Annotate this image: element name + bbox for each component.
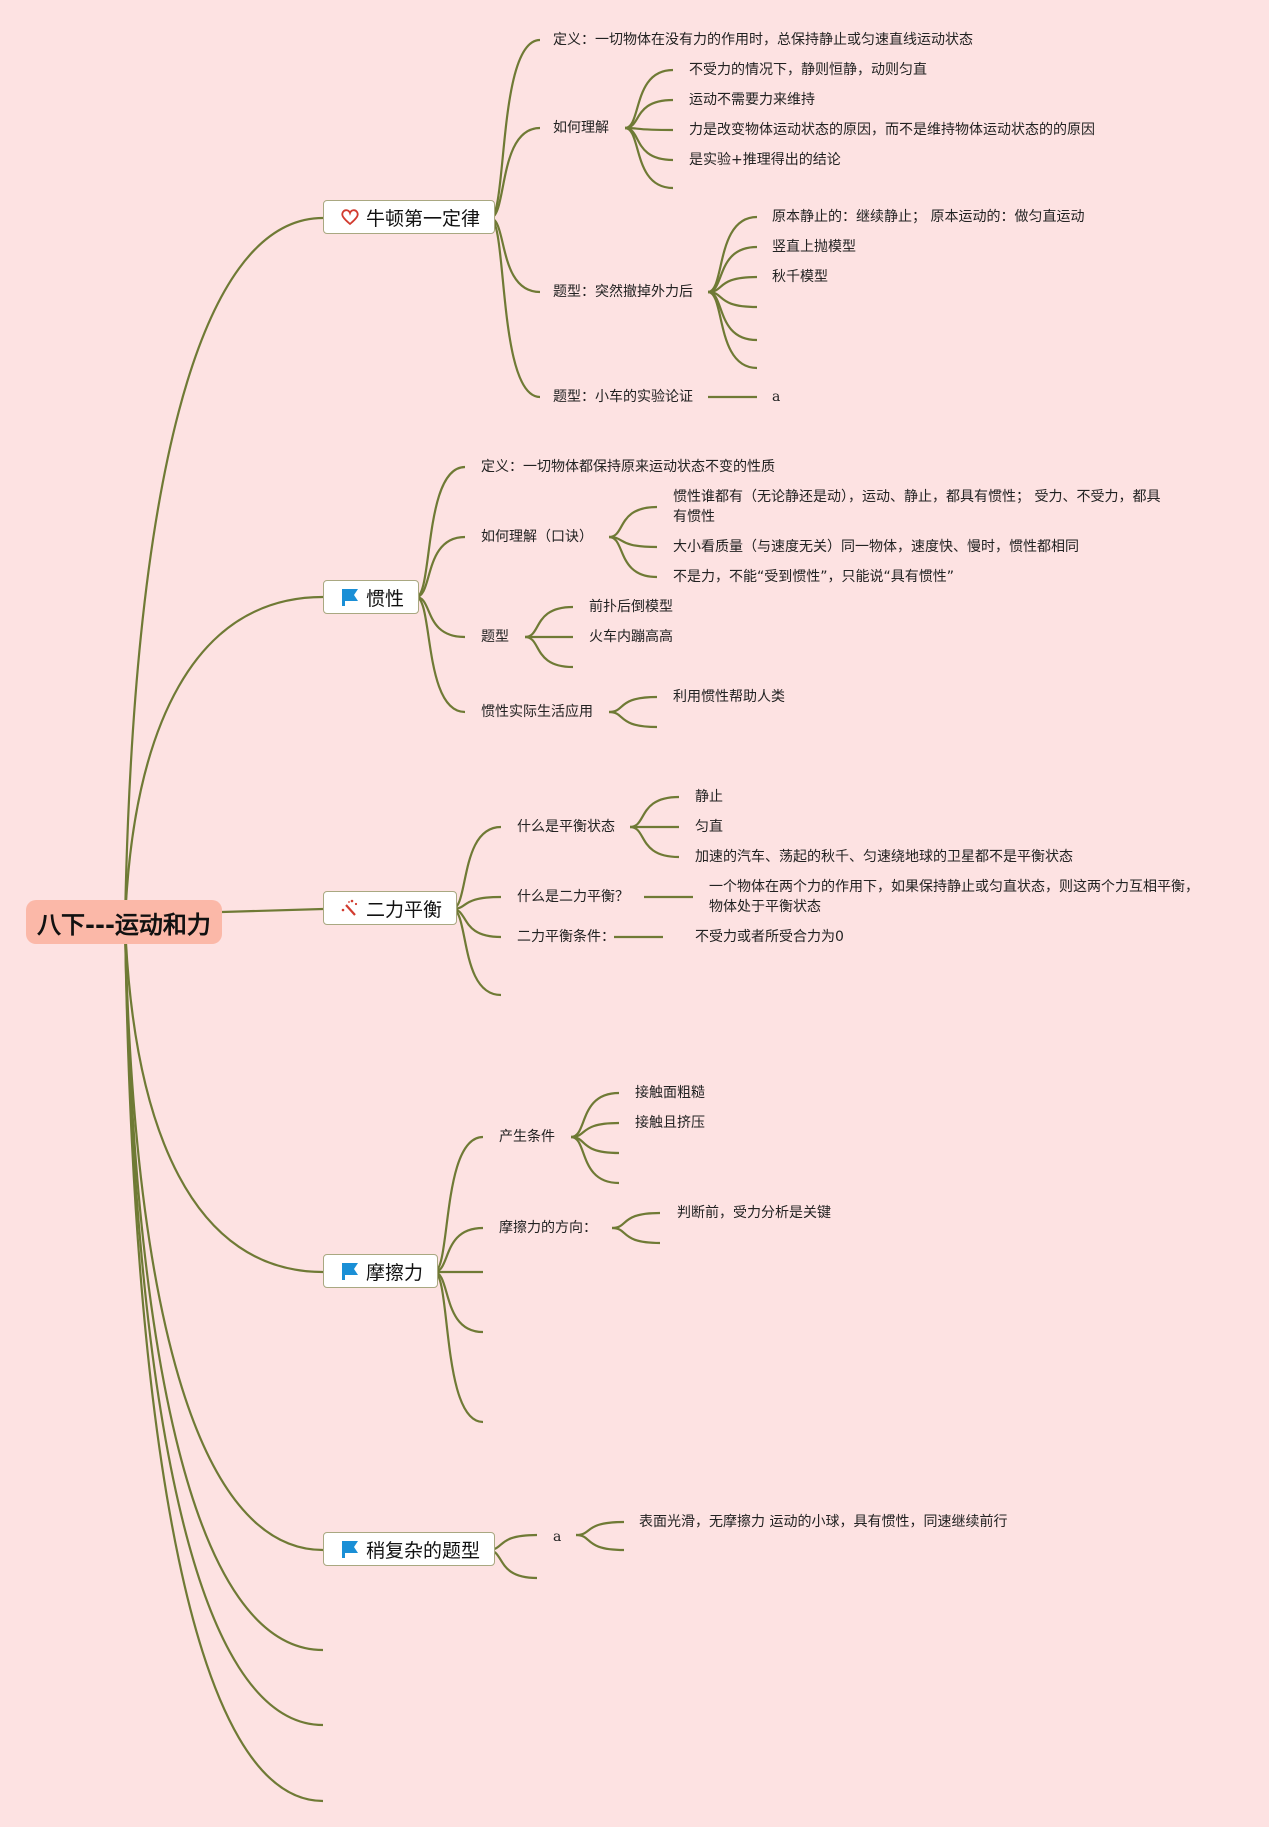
connector-line — [487, 1548, 538, 1580]
subtopic-application[interactable]: 惯性实际生活应用 — [481, 704, 593, 720]
leaf-item[interactable]: 火车内蹦高高 — [589, 629, 673, 645]
leaf-item[interactable]: 判断前，受力分析是关键 — [677, 1205, 831, 1221]
leaf-item[interactable]: 一个物体在两个力的作用下，如果保持静止或匀直状态，则这两个力互相平衡，物体处于平… — [709, 879, 1199, 915]
leaf-item[interactable]: 利用惯性帮助人类 — [673, 689, 785, 705]
connector-line — [489, 216, 541, 294]
connector-line — [415, 595, 466, 639]
connector-line — [570, 1135, 620, 1155]
leaf-item[interactable]: 不是力，不能“受到惯性”，只能说“具有惯性” — [673, 569, 955, 585]
leaf-item[interactable]: 大小看质量（与速度无关）同一物体，速度快、慢时，惯性都相同 — [673, 539, 1079, 555]
connector-line — [433, 1270, 484, 1424]
subtopic-question-type[interactable]: 题型 — [481, 629, 509, 645]
connector-line — [608, 710, 658, 729]
leaf-item[interactable]: 表面光滑，无摩擦力 运动的小球，具有惯性，同速继续前行 — [639, 1514, 1008, 1530]
connector-line — [123, 921, 324, 1274]
connector-line — [433, 1135, 484, 1274]
connector-line — [707, 290, 758, 370]
subtopic-definition[interactable]: 定义：一切物体都保持原来运动状态不变的性质 — [481, 459, 775, 475]
connector-line — [123, 921, 324, 1803]
leaf-item[interactable]: 接触面粗糙 — [635, 1085, 705, 1101]
subtopic-balance-state[interactable]: 什么是平衡状态 — [517, 819, 615, 835]
topic-two-force-balance[interactable]: 二力平衡 — [323, 891, 458, 925]
leaf-item[interactable]: 静止 — [695, 789, 723, 805]
connector-line — [123, 595, 324, 923]
magic-wand-icon — [340, 898, 360, 918]
subtopic-conditions[interactable]: 产生条件 — [499, 1129, 555, 1145]
connector-line — [451, 907, 502, 939]
subtopic-mnemonic[interactable]: 如何理解（口诀） — [481, 529, 593, 545]
topic-newton-first-law[interactable]: 牛顿第一定律 — [323, 200, 496, 234]
topic-label: 摩擦力 — [366, 1261, 424, 1284]
subtopic-definition[interactable]: 定义：一切物体在没有力的作用时，总保持静止或匀速直线运动状态 — [553, 32, 973, 48]
connector-line — [570, 1135, 620, 1185]
leaf-item[interactable]: 力是改变物体运动状态的原因，而不是维持物体运动状态的的原因 — [689, 122, 1095, 138]
leaf-item[interactable]: 秋千模型 — [772, 269, 828, 285]
subtopic-cart-experiment[interactable]: 题型：小车的实验论证 — [553, 389, 693, 405]
leaf-item[interactable]: 竖直上抛模型 — [772, 239, 856, 255]
topic-friction[interactable]: 摩擦力 — [323, 1254, 439, 1288]
subtopic-question-type[interactable]: 题型：突然撤掉外力后 — [553, 284, 693, 300]
connector-line — [433, 1270, 484, 1334]
connector-line — [570, 1121, 620, 1139]
leaf-item[interactable]: 原本静止的：继续静止； 原本运动的：做匀直运动 — [772, 209, 1085, 225]
flag-icon — [340, 1261, 360, 1281]
topic-label: 二力平衡 — [366, 898, 443, 921]
connector-line — [608, 505, 658, 539]
connector-line — [451, 907, 502, 997]
connector-line — [415, 595, 466, 714]
connector-line — [624, 126, 674, 190]
connector-line — [611, 1226, 661, 1245]
central-topic[interactable]: 八下---运动和力 — [26, 900, 222, 944]
connector-line — [608, 695, 658, 714]
flag-icon — [340, 1539, 360, 1559]
connector-line — [575, 1533, 625, 1552]
leaf-item[interactable]: 不受力的情况下，静则恒静，动则匀直 — [689, 62, 927, 78]
leaf-item[interactable]: a — [772, 389, 781, 405]
leaf-item[interactable]: 前扑后倒模型 — [589, 599, 673, 615]
subtopic-how-to-understand[interactable]: 如何理解 — [553, 120, 609, 136]
topic-inertia[interactable]: 惯性 — [323, 580, 420, 614]
topic-label: 牛顿第一定律 — [366, 207, 481, 230]
connector-line — [575, 1520, 625, 1537]
connector-line — [221, 907, 324, 914]
leaf-item[interactable]: 是实验+推理得出的结论 — [689, 152, 841, 168]
connector-line — [123, 921, 324, 1652]
leaf-item[interactable]: 运动不需要力来维持 — [689, 92, 815, 108]
connector-line — [489, 216, 541, 399]
connector-line — [433, 1226, 484, 1274]
connector-line — [629, 795, 680, 829]
subtopic-balance-condition[interactable]: 二力平衡条件： — [517, 929, 615, 945]
connector-line — [524, 635, 574, 669]
connector-line — [570, 1091, 620, 1139]
connector-line — [608, 535, 658, 579]
connector-line — [415, 465, 466, 599]
topic-complex-questions[interactable]: 稍复杂的题型 — [323, 1532, 496, 1566]
leaf-item[interactable]: 不受力或者所受合力为0 — [695, 929, 844, 945]
leaf-item[interactable]: 匀直 — [695, 819, 723, 835]
connector-line — [487, 1533, 538, 1552]
connector-line — [611, 1211, 661, 1230]
leaf-item[interactable]: 加速的汽车、荡起的秋千、匀速绕地球的卫星都不是平衡状态 — [695, 849, 1073, 865]
connector-line — [123, 216, 324, 923]
topic-label: 惯性 — [366, 587, 405, 610]
flag-icon — [340, 587, 360, 607]
connector-line — [524, 605, 574, 639]
connector-line — [123, 921, 324, 1552]
subtopic-friction-direction[interactable]: 摩擦力的方向： — [499, 1220, 597, 1236]
heart-icon — [340, 207, 360, 227]
topic-label: 稍复杂的题型 — [366, 1539, 481, 1562]
connector-line — [624, 68, 674, 130]
leaf-item[interactable]: 惯性谁都有（无论静还是动），运动、静止，都具有惯性； 受力、不受力，都具有惯性 — [673, 489, 1161, 525]
connector-line — [489, 38, 541, 220]
connector-line — [415, 535, 466, 599]
connector-line — [629, 825, 680, 859]
leaf-item[interactable]: 接触且挤压 — [635, 1115, 705, 1131]
subtopic-what-is-balance[interactable]: 什么是二力平衡？ — [517, 889, 629, 905]
subtopic-a[interactable]: a — [553, 1529, 562, 1545]
